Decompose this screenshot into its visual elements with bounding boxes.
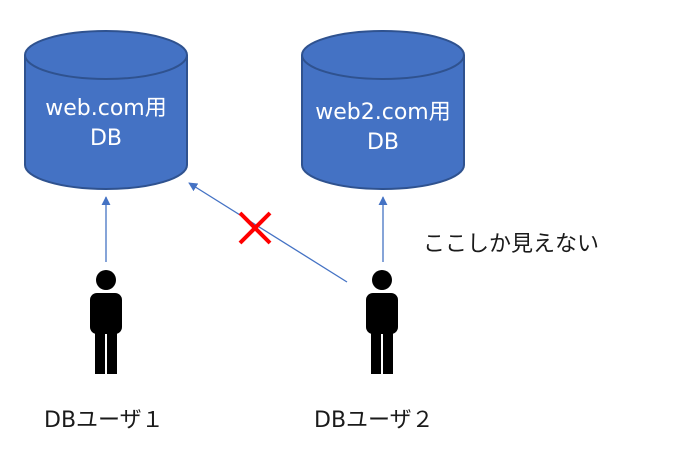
arrow-user2-to-db1-denied — [188, 182, 348, 283]
database-web2-cylinder — [301, 30, 465, 190]
database-web-cylinder — [24, 30, 188, 190]
user-label-1: DBユーザ１ — [44, 408, 164, 433]
person-icon — [90, 270, 122, 374]
database-label-line2: DB — [89, 126, 123, 151]
database-label-web2: web2.com用 DB — [302, 98, 464, 158]
database-label-line1: web2.com用 — [315, 100, 451, 125]
database-label-line2: DB — [366, 130, 400, 155]
user-label-2: DBユーザ２ — [314, 408, 434, 433]
database-label-line1: web.com用 — [45, 96, 167, 121]
person-icon — [366, 270, 398, 374]
cross-mark-icon — [238, 211, 272, 245]
visibility-note: ここしか見えない — [423, 232, 600, 257]
database-label-web: web.com用 DB — [25, 94, 187, 154]
